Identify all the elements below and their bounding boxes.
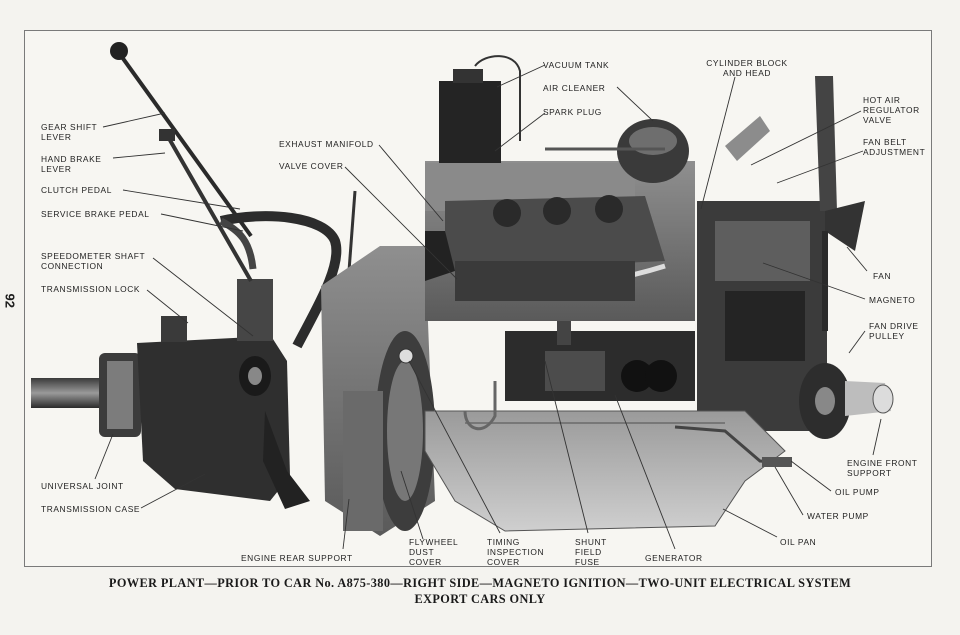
engine-illustration [31, 42, 894, 550]
callout-oil-pan: OIL PAN [780, 537, 817, 547]
callout-hand-brake-lever: HAND BRAKE LEVER [41, 154, 102, 174]
callout-transmission-case: TRANSMISSION CASE [41, 504, 141, 514]
magneto-shape [725, 291, 805, 361]
callout-spark-plug: SPARK PLUG [543, 107, 602, 117]
callout-water-pump: WATER PUMP [807, 511, 869, 521]
callout-shunt-field-fuse: SHUNT FIELD FUSE [575, 537, 607, 567]
callout-leader-lines [94, 64, 882, 550]
callout-service-brake-pedal: SERVICE BRAKE PEDAL [41, 209, 150, 219]
callout-fan-drive-pulley: FAN DRIVE PULLEY [869, 321, 919, 341]
callout-clutch-pedal: CLUTCH PEDAL [41, 185, 112, 195]
fan-blade-shape [815, 76, 837, 211]
callout-vacuum-tank: VACUUM TANK [543, 60, 610, 70]
callout-flywheel-dust-cover: FLYWHEEL DUST COVER [409, 537, 459, 567]
callout-universal-joint: UNIVERSAL JOINT [41, 481, 124, 491]
callout-engine-rear-support: ENGINE REAR SUPPORT [241, 553, 353, 563]
figure-caption-line-1: POWER PLANT—PRIOR TO CAR No. A875-380—RI… [108, 576, 852, 590]
callout-timing-inspection-cover: TIMING INSPECTION COVER [487, 537, 545, 567]
callout-cylinder-block-and-head: CYLINDER BLOCK AND HEAD [706, 58, 788, 78]
callout-engine-front-support: ENGINE FRONT SUPPORT [847, 458, 918, 478]
callout-air-cleaner: AIR CLEANER [543, 83, 606, 93]
callout-exhaust-manifold: EXHAUST MANIFOLD [279, 139, 374, 149]
output-shaft [31, 378, 111, 408]
callout-oil-pump: OIL PUMP [835, 487, 880, 497]
callout-transmission-lock: TRANSMISSION LOCK [41, 284, 141, 294]
callout-speedometer-shaft-connection: SPEEDOMETER SHAFT CONNECTION [41, 251, 146, 271]
oil-pan-shape [424, 410, 786, 532]
callout-valve-cover: VALVE COVER [279, 161, 344, 171]
figure-caption-line-2: EXPORT CARS ONLY [414, 592, 546, 606]
callout-magneto: MAGNETO [869, 295, 916, 305]
callout-fan: FAN [873, 271, 892, 281]
vacuum-tank-shape [439, 81, 501, 163]
page-number: 92 [2, 293, 18, 308]
callout-generator: GENERATOR [645, 553, 703, 563]
callout-gear-shift-lever: GEAR SHIFT LEVER [41, 122, 98, 142]
callout-hot-air-regulator-valve: HOT AIR REGULATOR VALVE [863, 95, 920, 125]
engine-illustration-plate: GEAR SHIFT LEVER HAND BRAKE LEVER CLUTCH… [24, 30, 932, 567]
callout-fan-belt-adjustment: FAN BELT ADJUSTMENT [863, 137, 926, 157]
